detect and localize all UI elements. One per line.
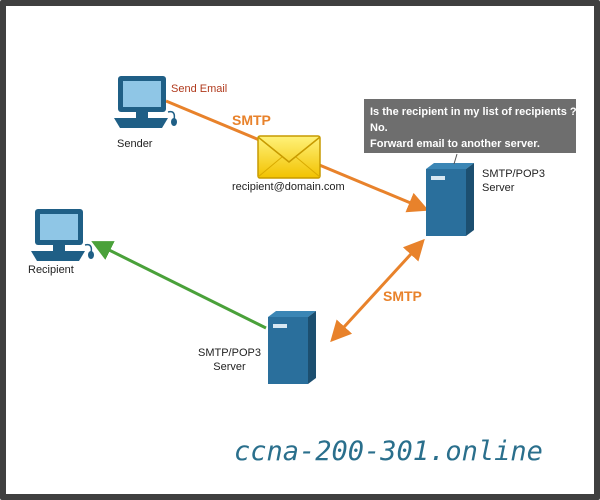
delivery-link-server-to-recipient — [91, 241, 267, 330]
server-top-label-line2: Server — [482, 182, 515, 194]
smtp-label-upper: SMTP — [232, 112, 271, 128]
smtp-pop3-server-top-icon — [426, 153, 474, 236]
callout-line-action: Forward email to another server. — [370, 138, 540, 150]
server-top-label: SMTP/POP3 Server — [482, 167, 545, 195]
email-envelope-icon — [257, 135, 321, 179]
smtp-pop3-server-bottom-icon — [268, 311, 316, 384]
email-address-label: recipient@domain.com — [232, 181, 345, 193]
server-bottom-label: SMTP/POP3 Server — [198, 346, 261, 374]
server-bottom-label-line2: Server — [213, 361, 246, 373]
server-bottom-label-line1: SMTP/POP3 — [198, 347, 261, 359]
sender-computer-icon — [114, 76, 177, 128]
sender-label: Sender — [117, 138, 153, 150]
server-decision-callout: Is the recipient in my list of recipient… — [364, 99, 577, 153]
network-diagram-canvas — [31, 76, 474, 384]
recipient-label: Recipient — [28, 264, 74, 276]
site-watermark: ccna-200-301.online — [234, 436, 543, 467]
recipient-computer-icon — [31, 209, 94, 261]
callout-line-question: Is the recipient in my list of recipient… — [370, 106, 577, 118]
callout-line-answer: No. — [370, 122, 388, 134]
smtp-link-server-to-server — [330, 238, 425, 343]
smtp-label-lower: SMTP — [383, 288, 422, 304]
send-email-label: Send Email — [171, 83, 228, 95]
server-top-label-line1: SMTP/POP3 — [482, 168, 545, 180]
